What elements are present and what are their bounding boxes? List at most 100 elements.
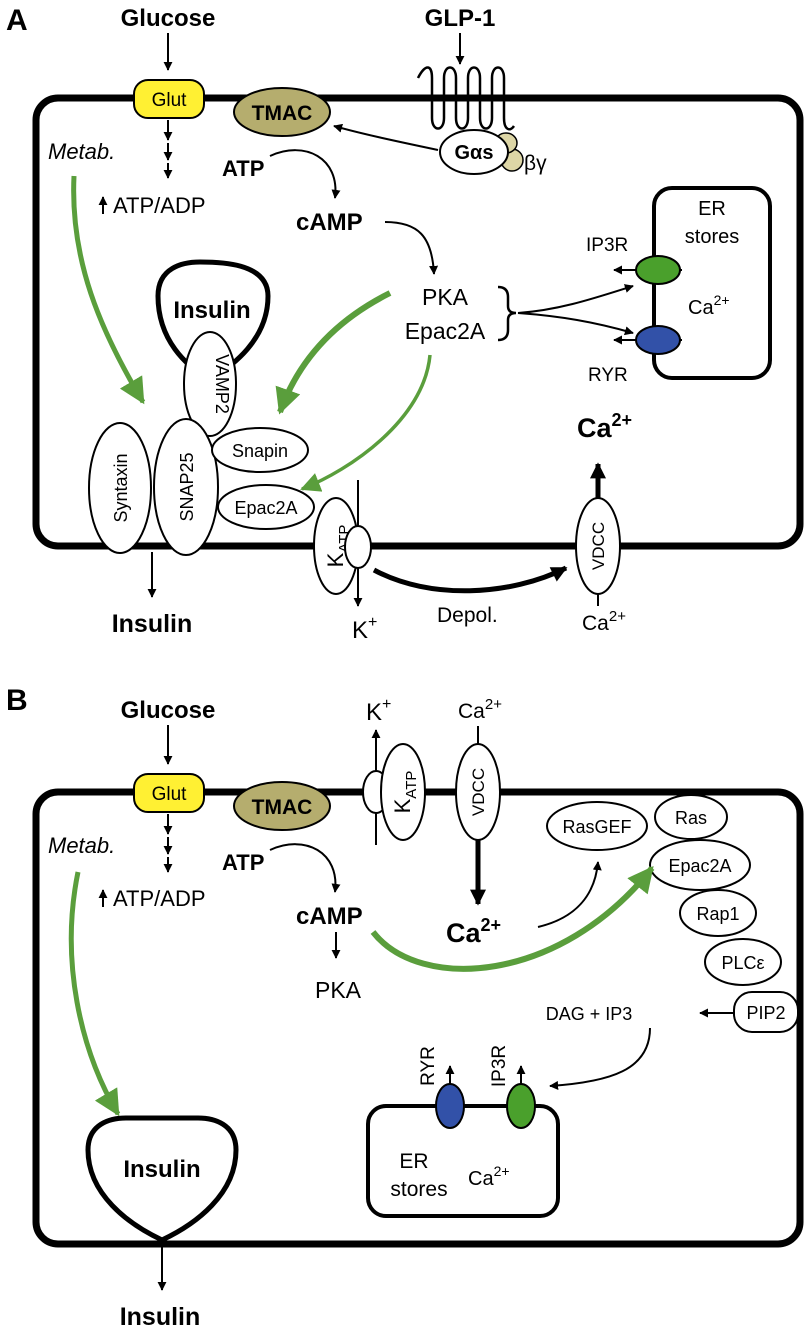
glut-label-b: Glut <box>152 784 188 805</box>
metab-green-arrow-b <box>68 871 121 1117</box>
epac2a-label-a: Epac2A <box>405 318 486 344</box>
ryr-label-b: RYR <box>418 1046 439 1086</box>
epac2a-b <box>649 839 751 891</box>
vamp2-a <box>183 331 237 437</box>
syntaxin-a <box>88 422 152 554</box>
brace-ip3r-arrow-a <box>517 284 634 314</box>
cell-membrane-a <box>32 94 804 550</box>
rasgef-b <box>546 801 648 851</box>
glut-transporter-a <box>133 79 205 119</box>
glucose-label-b: Glucose <box>121 697 216 724</box>
er-ca-label-a: Ca2+ <box>688 292 730 319</box>
insulin-granule-b <box>85 1115 239 1243</box>
er-label-a: ER <box>698 198 726 220</box>
depol-arrow-a <box>372 565 568 594</box>
metab-label-b: Metab. <box>48 833 115 858</box>
katp-pore-a <box>344 525 372 569</box>
atp-label-b: ATP <box>222 850 264 875</box>
ip3r-label-b: IP3R <box>489 1045 510 1087</box>
stores-label-b: stores <box>390 1178 447 1201</box>
snapin-label-a: Snapin <box>232 441 288 461</box>
atp-camp-arrow-b <box>269 843 341 893</box>
ca-rasgef-arrow-b <box>537 861 602 928</box>
tmac-label-a: TMAC <box>252 102 313 125</box>
vamp2-label-a: VAMP2 <box>212 354 232 414</box>
camp-pka-arrow-a <box>384 221 439 275</box>
stores-label-a: stores <box>685 226 739 248</box>
ryr-channel-b <box>435 1083 465 1129</box>
epac2a-label-b: Epac2A <box>668 856 731 876</box>
katp-b <box>380 743 426 841</box>
glut-transporter-b <box>133 773 205 813</box>
k-label-b: K+ <box>366 696 391 726</box>
rasgef-label-b: RasGEF <box>562 817 631 837</box>
snap25-a <box>153 418 219 556</box>
er-label-b: ER <box>399 1150 428 1173</box>
atp-adp-label-a: ATP/ADP <box>113 193 206 218</box>
ras-label-b: Ras <box>675 808 707 828</box>
galphas-a <box>439 129 509 175</box>
ras-b <box>654 794 728 840</box>
atp-adp-label-b: ATP/ADP <box>113 886 206 911</box>
pka-label-a: PKA <box>422 284 469 310</box>
epac2a-bound-label-a: Epac2A <box>234 498 297 518</box>
depol-label-a: Depol. <box>437 604 498 627</box>
epac2a-bound-a <box>217 484 315 530</box>
ryr-label-a: RYR <box>588 365 628 386</box>
beta-gamma-label-a: βγ <box>524 152 547 175</box>
tmac-label-b: TMAC <box>252 796 313 819</box>
camp-label-b: cAMP <box>296 903 363 930</box>
tmac-a <box>233 87 331 137</box>
syntaxin-label-a: Syntaxin <box>111 453 131 522</box>
glp1-label-a: GLP-1 <box>425 5 496 32</box>
ip3r-channel-a <box>635 255 681 285</box>
panel-b: B Glucose Glut ATP/ADP Metab. TMAC ATP c… <box>6 684 804 1331</box>
insulin-out-label-b: Insulin <box>120 1303 201 1331</box>
ca-intracellular-label-a: Ca2+ <box>577 410 632 443</box>
vdcc-label-b: VDCC <box>469 768 488 816</box>
ryr-channel-a <box>635 325 681 355</box>
extracellular-ca-label-a: Ca2+ <box>582 608 626 635</box>
plce-b <box>704 938 782 986</box>
glut-label-a: Glut <box>152 90 188 111</box>
galphas-label-a: Gαs <box>455 142 494 164</box>
rap1-b <box>679 889 757 937</box>
ip3r-label-a: IP3R <box>586 235 628 256</box>
pip2-label-b: PIP2 <box>746 1003 785 1023</box>
atp-label-a: ATP <box>222 156 264 181</box>
metab-green-arrow-a <box>71 175 146 405</box>
rap1-label-b: Rap1 <box>696 904 739 924</box>
vdcc-label-a: VDCC <box>589 522 608 570</box>
insulin-granule-label-a: Insulin <box>173 297 250 324</box>
epac-green-arrow-a <box>300 354 432 492</box>
ca-intracellular-label-b: Ca2+ <box>446 915 501 948</box>
camp-epac2a-green-arrow-b <box>370 865 655 972</box>
ip3-ip3r-arrow-b <box>549 1027 651 1090</box>
panel-b-label: B <box>6 684 28 717</box>
pka-label-b: PKA <box>315 977 362 1003</box>
snap25-label-a: SNAP25 <box>177 452 197 521</box>
katp-label-b: KATP <box>390 771 420 814</box>
brace-ryr-arrow-a <box>517 312 634 336</box>
plce-label-b: PLCε <box>721 953 764 973</box>
camp-label-a: cAMP <box>296 209 363 236</box>
insulin-granule-label-b: Insulin <box>123 1156 200 1183</box>
panel-a: A Glucose Glut ATP/ADP Metab. TMAC ATP c… <box>6 4 804 644</box>
gas-tmac-arrow-a <box>333 123 439 151</box>
snapin-a <box>211 427 309 473</box>
tmac-b <box>233 781 331 831</box>
panel-a-label: A <box>6 4 28 37</box>
brace-a <box>497 285 517 342</box>
ip3r-channel-b <box>506 1083 536 1129</box>
insulin-out-label-a: Insulin <box>112 610 193 638</box>
pka-green-arrow-a <box>275 290 392 415</box>
dag-ip3-label-b: DAG + IP3 <box>546 1004 633 1024</box>
k-label-a: K+ <box>352 614 377 644</box>
er-ca-label-b: Ca2+ <box>468 1163 510 1190</box>
glucose-label-a: Glucose <box>121 5 216 32</box>
extracellular-ca-label-b: Ca2+ <box>458 696 502 723</box>
glp1-receptor-a <box>416 66 516 131</box>
metab-label-a: Metab. <box>48 139 115 164</box>
atp-camp-arrow-a <box>269 149 341 199</box>
